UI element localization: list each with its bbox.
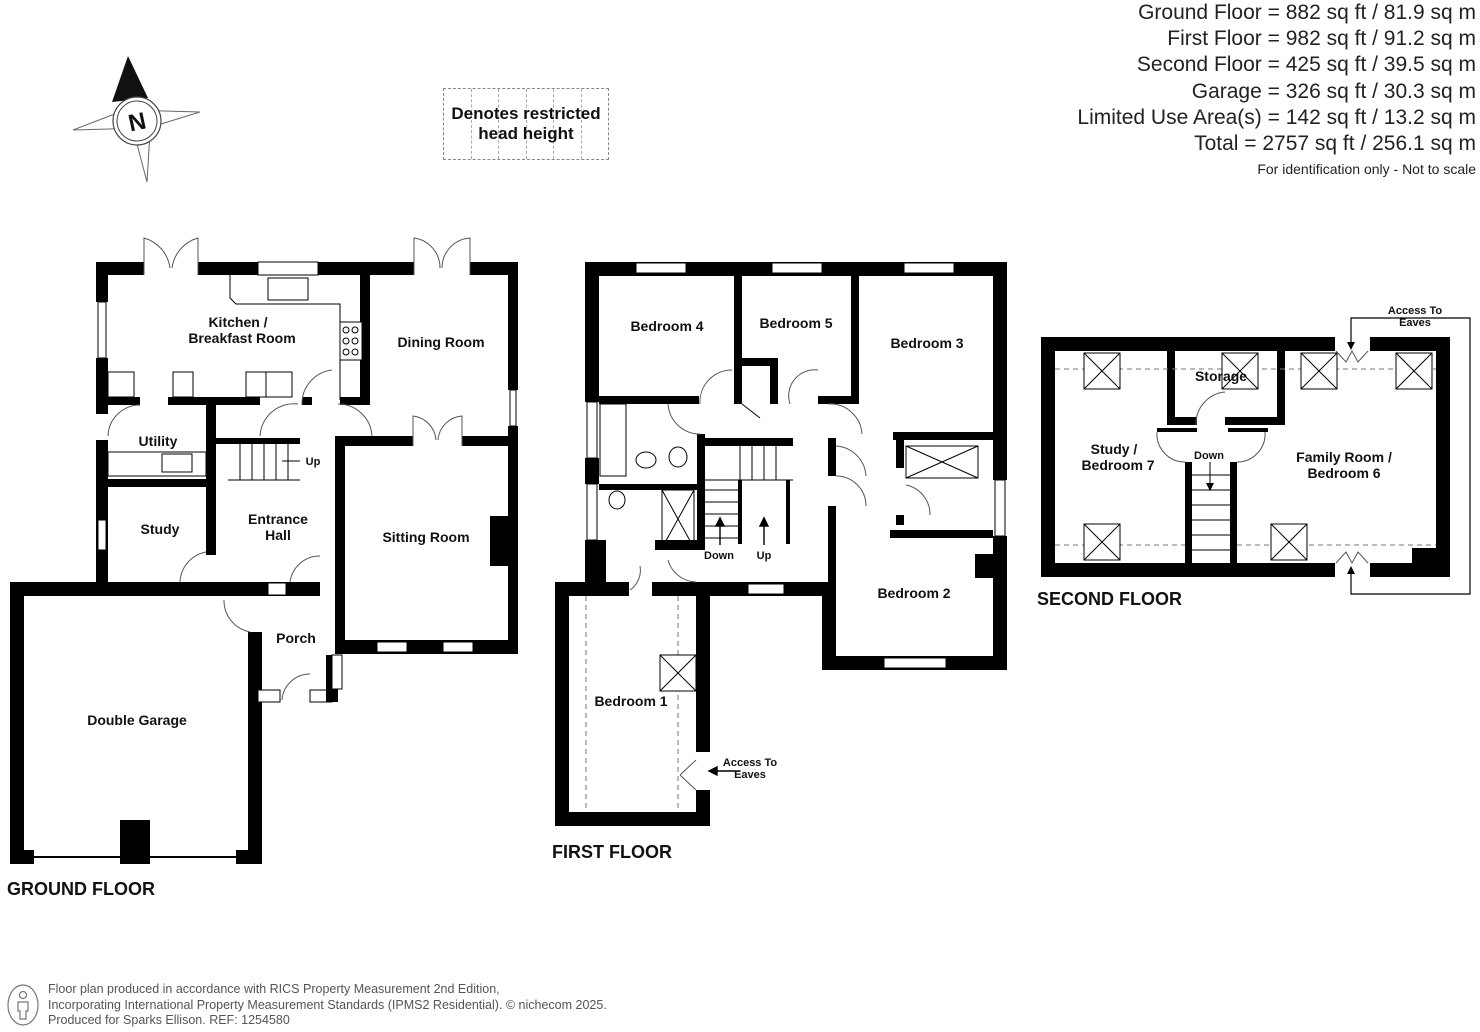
room-label-bedroom-3: Bedroom 3 [890,335,963,351]
ground-floor-title: GROUND FLOOR [7,879,155,899]
room-label-study-7: Study / [1091,441,1138,457]
north-arrow-icon: N [72,56,201,183]
room-label-porch: Porch [276,630,316,646]
access-to-eaves-label: Access To [723,757,777,769]
access-to-eaves-label: Access To [1388,305,1442,317]
area-total: Total = 2757 sq ft / 256.1 sq m [1194,132,1476,156]
ground-floor-plan [10,237,518,864]
room-label-bedroom-7: Bedroom 7 [1081,457,1154,473]
stairs-up-label: Up [306,456,321,468]
room-label-bedroom-4: Bedroom 4 [630,318,703,334]
footer: Floor plan produced in accordance with R… [6,982,607,1029]
room-label-hall: Hall [265,527,291,543]
room-label-study: Study [141,521,180,537]
second-floor-title: SECOND FLOOR [1037,589,1183,609]
ipms-person-icon [7,984,39,1026]
first-floor-title: FIRST FLOOR [552,842,672,862]
room-label-breakfast-room: Breakfast Room [188,330,295,346]
area-garage: Garage = 326 sq ft / 30.3 sq m [1191,79,1476,103]
room-label-family-room: Family Room / [1296,449,1392,465]
room-label-bedroom-5: Bedroom 5 [759,315,832,331]
legend-line-2: head height [478,124,574,143]
north-label: N [126,107,149,137]
stairs-down-label: Down [1194,450,1224,462]
stairs-down-label: Down [704,550,734,562]
footer-line-3: Produced for Sparks Ellison. REF: 125458… [48,1013,290,1027]
area-ground-floor: Ground Floor = 882 sq ft / 81.9 sq m [1138,1,1476,24]
room-label-kitchen: Kitchen / [208,314,267,330]
room-label-dining-room: Dining Room [397,334,484,350]
second-floor-plan [1041,317,1471,595]
footer-line-2: Incorporating International Property Mea… [48,997,607,1012]
area-limited-use: Limited Use Area(s) = 142 sq ft / 13.2 s… [1077,105,1476,129]
room-label-utility: Utility [139,433,178,449]
first-floor-plan [555,262,1007,826]
room-label-sitting-room: Sitting Room [382,529,469,545]
legend-dashed-grid [444,89,608,159]
access-to-eaves-label-2: Eaves [1399,317,1431,329]
room-label-bedroom-2: Bedroom 2 [877,585,950,601]
legend-text: Denotes restricted head height [451,104,600,144]
area-summary: Ground Floor = 882 sq ft / 81.9 sq m Fir… [1077,0,1476,180]
stairs-up-label: Up [757,550,772,562]
room-label-entrance: Entrance [248,511,308,527]
first-floor-stair-arrows [707,516,770,777]
room-label-bedroom-6: Bedroom 6 [1307,465,1380,481]
footer-line-1: Floor plan produced in accordance with R… [48,982,500,996]
area-first-floor: First Floor = 982 sq ft / 91.2 sq m [1167,27,1476,51]
room-label-bedroom-1: Bedroom 1 [594,693,667,709]
room-label-double-garage: Double Garage [87,712,187,728]
access-to-eaves-label-2: Eaves [734,769,766,781]
legend-line-1: Denotes restricted [451,104,601,123]
scale-note: For identification only - Not to scale [1257,161,1476,178]
room-label-storage: Storage [1195,368,1247,384]
area-second-floor: Second Floor = 425 sq ft / 39.5 sq m [1136,53,1476,77]
restricted-head-height-legend: Denotes restricted head height [443,88,609,160]
